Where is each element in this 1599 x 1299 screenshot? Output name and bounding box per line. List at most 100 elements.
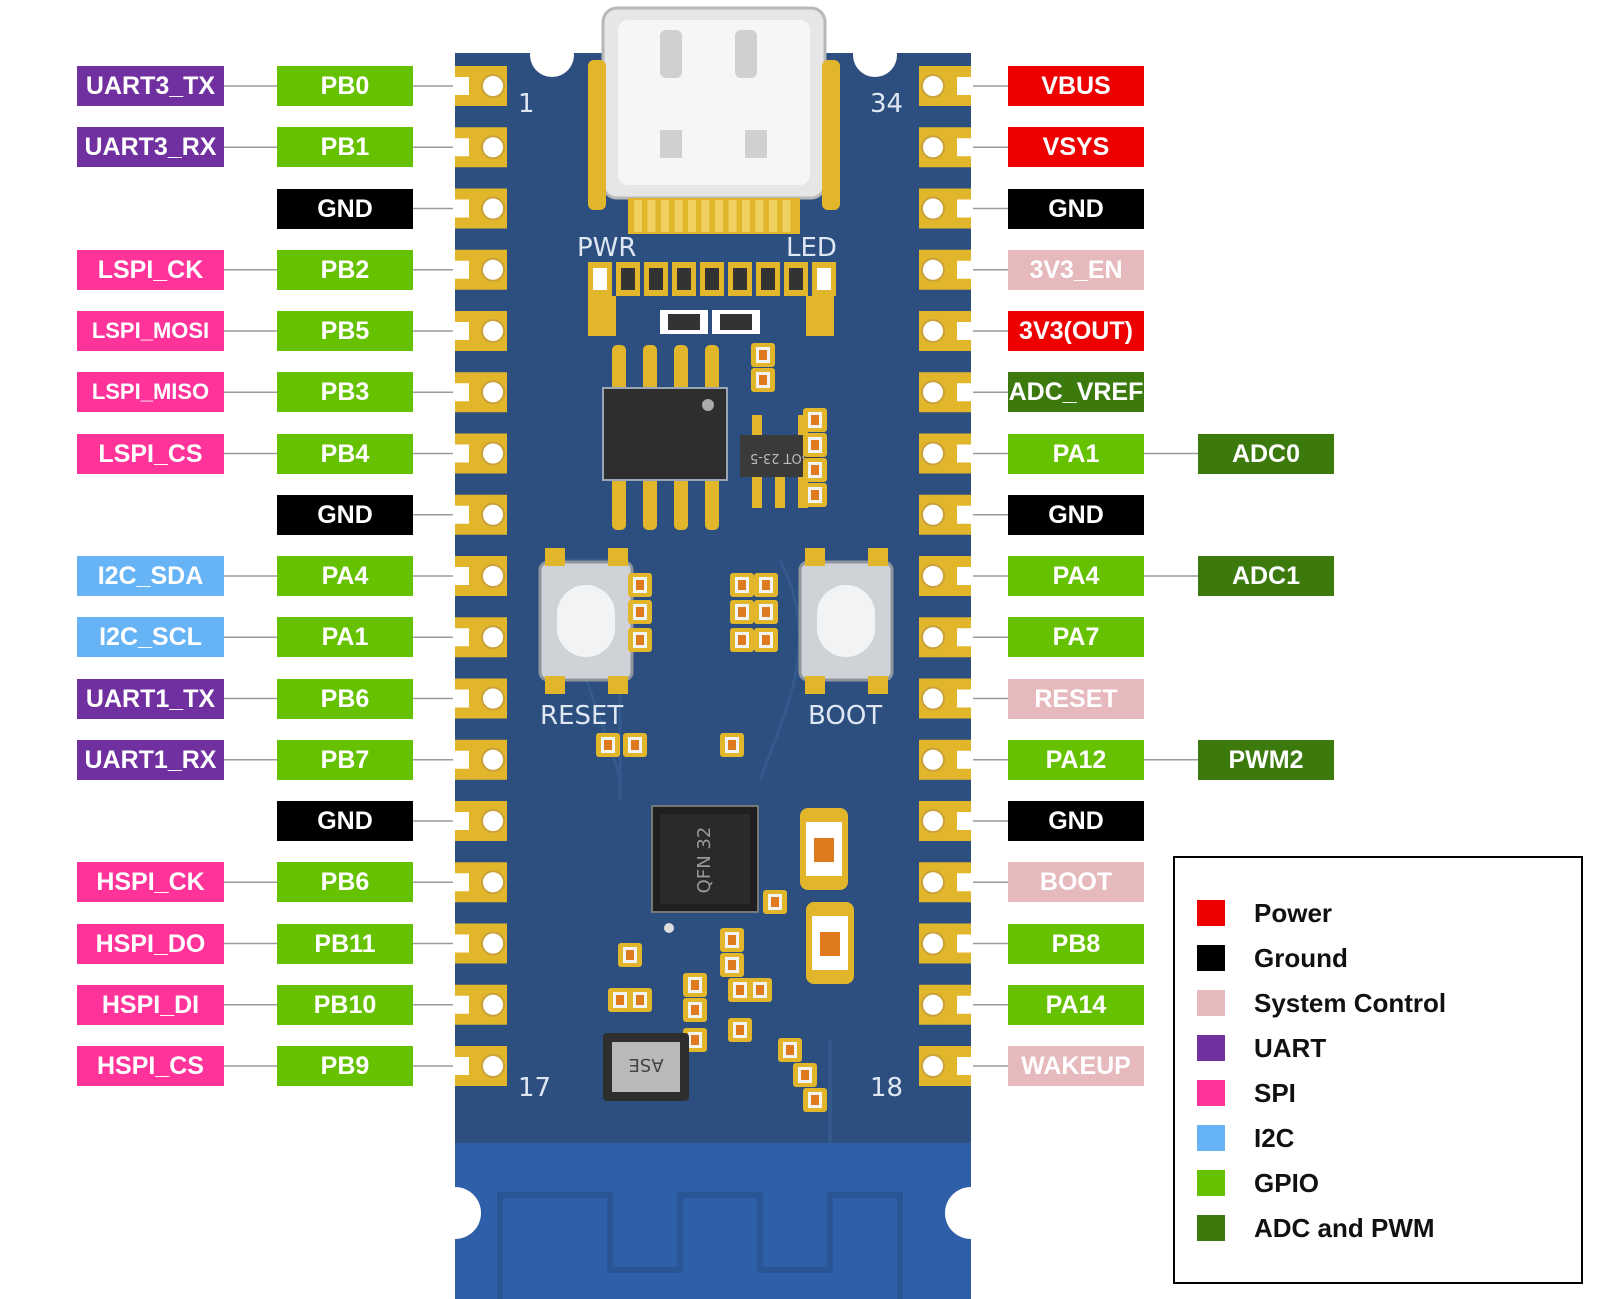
- pin-pad: [453, 127, 507, 168]
- pin-pad: [919, 617, 973, 658]
- mcu-marking: QFN 32: [694, 827, 715, 894]
- usb-c-connector: [588, 6, 840, 234]
- legend-label: ADC and PWM: [1254, 1213, 1435, 1243]
- left-pin-label: PB0: [277, 66, 413, 106]
- board-pin-34-label: 34: [870, 89, 903, 119]
- right-pin-label: WAKEUP: [1008, 1046, 1144, 1086]
- board-reset-label: RESET: [540, 701, 623, 731]
- sop8-chip: [602, 345, 728, 530]
- pin-pad: [453, 433, 507, 474]
- left-pin-label: GND: [277, 801, 413, 841]
- right-pin-label: PA14: [1008, 984, 1144, 1025]
- boot-button-switch: [798, 548, 894, 694]
- left-pin-label: PB7: [277, 739, 413, 780]
- left-pin-label: PB4: [277, 433, 413, 474]
- legend-label: UART: [1254, 1033, 1327, 1063]
- pin-pad: [919, 127, 973, 168]
- right-pin-label: BOOT: [1008, 862, 1144, 903]
- left-pin-label: PA4: [277, 556, 413, 596]
- pin-pad: [453, 739, 507, 780]
- pin-pad: [453, 862, 507, 903]
- right-extra-label: ADC1: [1198, 556, 1334, 596]
- left-pin-label: PB5: [277, 311, 413, 351]
- pin-pad: [919, 372, 973, 413]
- left-pin-label: PB11: [277, 923, 413, 964]
- pin-pad: [453, 556, 507, 596]
- legend-label: System Control: [1254, 988, 1447, 1018]
- legend-swatch: [1197, 1125, 1225, 1151]
- right-pin-label: PA12: [1008, 739, 1144, 780]
- legend-swatch: [1197, 900, 1225, 926]
- pin-pad: [453, 923, 507, 964]
- left-func-label: UART1_RX: [77, 739, 224, 780]
- left-pin-label: GND: [277, 188, 413, 229]
- right-pin-label: RESET: [1008, 678, 1144, 719]
- left-pin-label: PA1: [277, 617, 413, 658]
- left-func-label: LSPI_CS: [77, 433, 224, 474]
- left-pin-label: PB2: [277, 249, 413, 290]
- legend-label: I2C: [1254, 1123, 1295, 1153]
- legend-label: Power: [1254, 898, 1333, 928]
- legend-label: Ground: [1254, 943, 1348, 973]
- passive-components: [596, 343, 827, 1112]
- pin-pad: [919, 556, 973, 596]
- pin-pad: [919, 311, 973, 351]
- left-func-label: LSPI_CK: [77, 249, 224, 290]
- right-pin-label: VBUS: [1008, 66, 1144, 106]
- legend-swatch: [1197, 1035, 1225, 1061]
- left-func-label: LSPI_MOSI: [77, 311, 224, 351]
- pin-pad: [453, 617, 507, 658]
- left-func-label: HSPI_DO: [77, 923, 224, 964]
- board-pwr-label: PWR: [577, 233, 636, 263]
- pin-pad: [919, 801, 973, 841]
- castellated-pads: [453, 66, 973, 1086]
- right-pin-label: 3V3_EN: [1008, 249, 1144, 290]
- pin-pad: [453, 249, 507, 290]
- reset-button-switch: [538, 548, 634, 694]
- right-extra-label: ADC0: [1198, 433, 1334, 474]
- pin-pad: [453, 678, 507, 719]
- left-pin-label: PB6: [277, 862, 413, 903]
- left-func-label: HSPI_DI: [77, 984, 224, 1025]
- pin-pad: [919, 1046, 973, 1086]
- pin-pad: [919, 188, 973, 229]
- smd-component-row: [588, 262, 836, 336]
- left-func-label: UART3_RX: [77, 127, 224, 168]
- pin-pad: [919, 678, 973, 719]
- right-pin-label: GND: [1008, 801, 1144, 841]
- pin-pad: [453, 984, 507, 1025]
- pin-pad: [453, 1046, 507, 1086]
- board-pin-1-label: 1: [518, 89, 535, 119]
- legend-label: GPIO: [1254, 1168, 1320, 1198]
- usb-contacts: [634, 200, 791, 232]
- left-pin-label: PB9: [277, 1046, 413, 1086]
- pin-pad: [453, 372, 507, 413]
- pin-pad: [919, 862, 973, 903]
- pin-pad: [453, 311, 507, 351]
- board-led-label: LED: [786, 233, 837, 263]
- left-func-label: I2C_SCL: [77, 617, 224, 658]
- left-pin-label: GND: [277, 494, 413, 535]
- pin-pad: [453, 188, 507, 229]
- right-extra-label: PWM2: [1198, 739, 1334, 780]
- left-func-label: HSPI_CK: [77, 862, 224, 903]
- left-func-label: UART1_TX: [77, 678, 224, 719]
- pin-pad: [453, 66, 507, 106]
- pin-pad: [453, 801, 507, 841]
- left-func-label: HSPI_CS: [77, 1046, 224, 1086]
- legend-swatch: [1197, 945, 1225, 971]
- bulk-capacitors: [800, 808, 854, 984]
- left-pin-label: PB10: [277, 984, 413, 1025]
- right-pin-label: ADC_VREF: [1008, 372, 1144, 413]
- left-pin-label: PB1: [277, 127, 413, 168]
- right-pin-label: PA1: [1008, 433, 1144, 474]
- legend-swatch: [1197, 1215, 1225, 1241]
- qfn32-mcu: QFN 32: [651, 805, 759, 933]
- legend-swatch: [1197, 1170, 1225, 1196]
- right-pin-label: GND: [1008, 494, 1144, 535]
- connector-lines: [224, 85, 1198, 1067]
- left-func-label: UART3_TX: [77, 66, 224, 106]
- legend-label: SPI: [1254, 1078, 1296, 1108]
- right-pin-label: PA7: [1008, 617, 1144, 658]
